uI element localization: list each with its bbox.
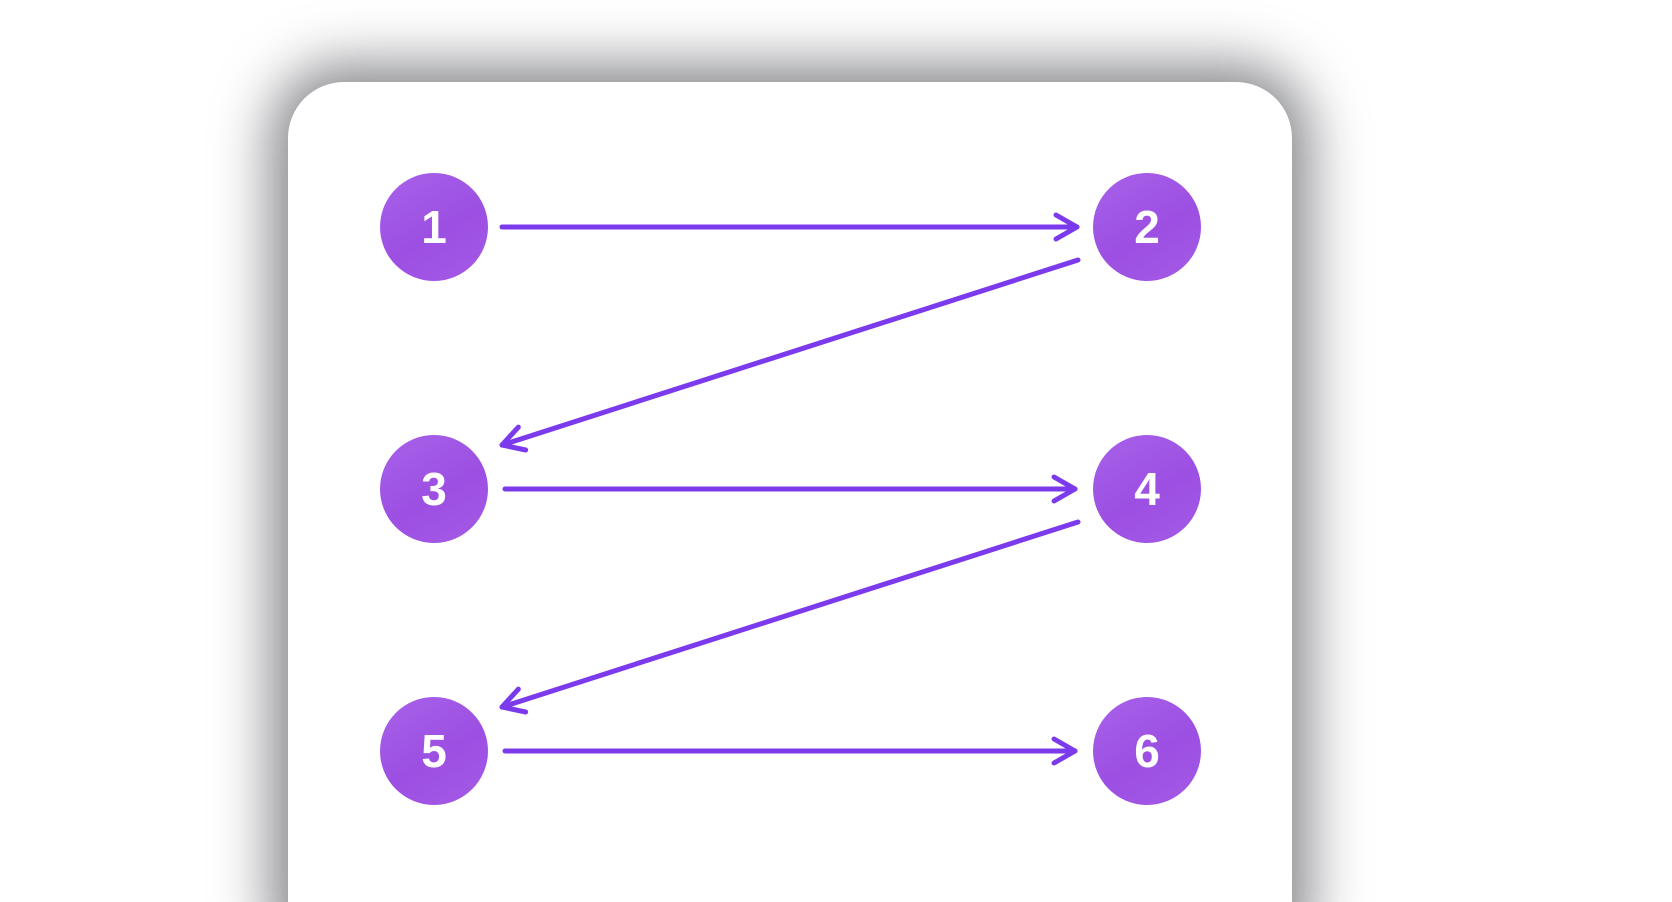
step-number: 3 — [421, 463, 447, 515]
step-node-6: 6 — [1093, 697, 1201, 805]
step-node-4: 4 — [1093, 435, 1201, 543]
step-number: 1 — [421, 201, 447, 253]
step-number: 2 — [1134, 201, 1160, 253]
step-node-1: 1 — [380, 173, 488, 281]
arrow-2-to-3 — [499, 257, 1081, 453]
step-node-3: 3 — [380, 435, 488, 543]
step-number: 4 — [1134, 463, 1160, 515]
step-node-5: 5 — [380, 697, 488, 805]
edges-canvas — [499, 212, 1081, 766]
step-node-2: 2 — [1093, 173, 1201, 281]
card: 1 2 3 4 5 6 — [288, 82, 1292, 902]
arrow-4-to-5 — [499, 519, 1081, 715]
step-number: 5 — [421, 725, 447, 777]
step-number: 6 — [1134, 725, 1160, 777]
